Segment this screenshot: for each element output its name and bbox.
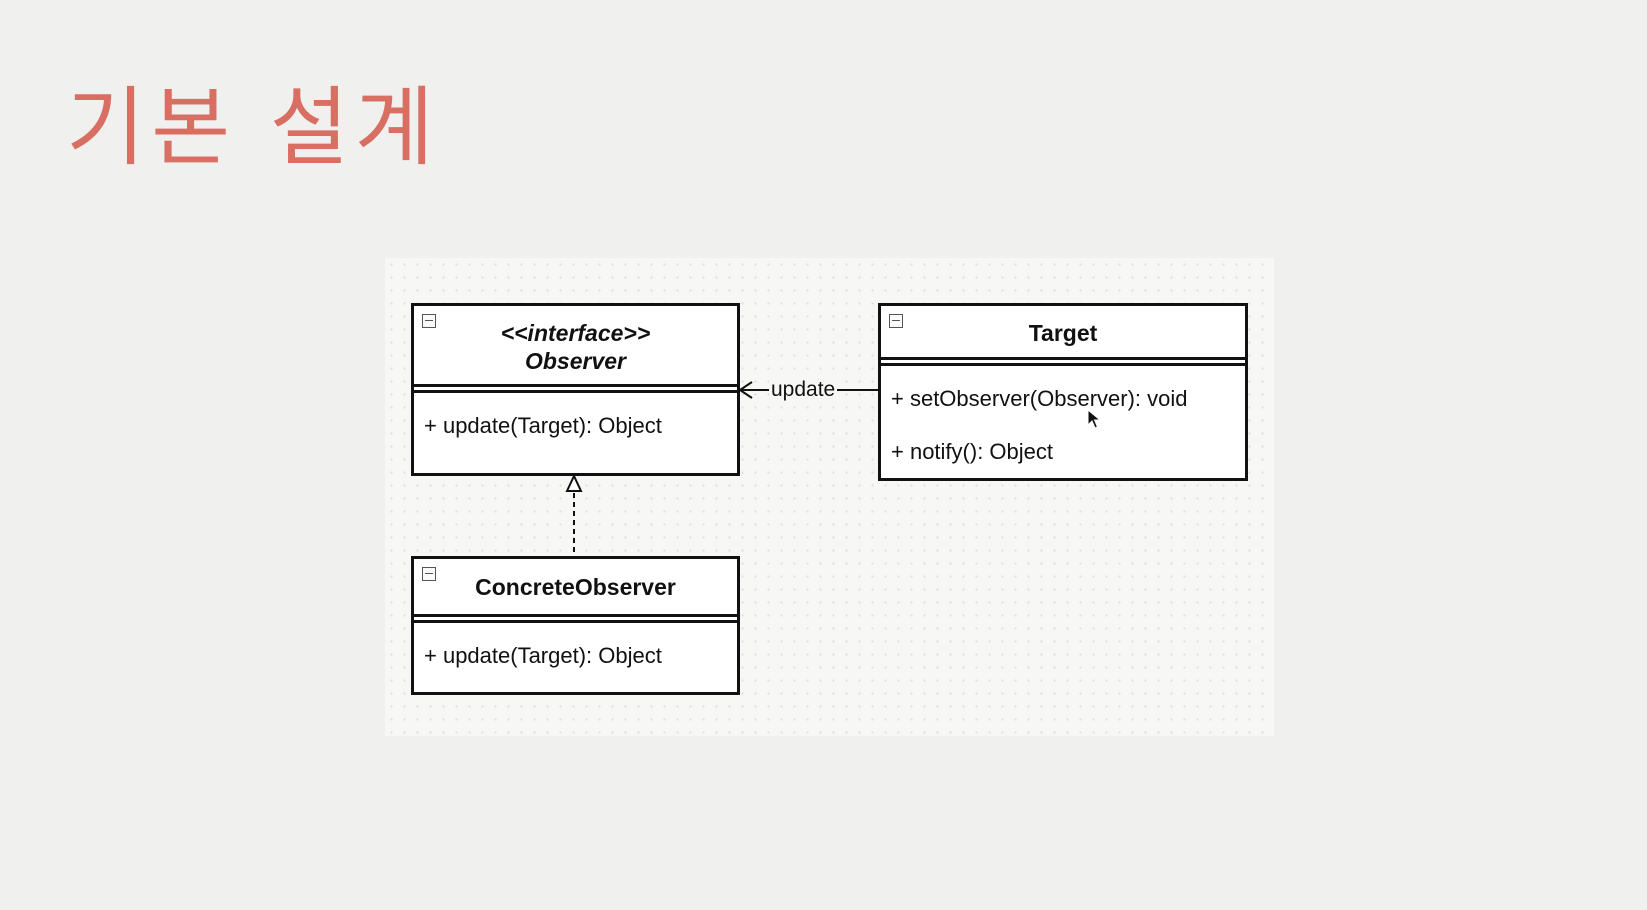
target-operation-notify: + notify(): Object	[891, 439, 1054, 464]
observer-attributes-section	[414, 387, 737, 393]
collapse-icon[interactable]	[422, 567, 436, 581]
target-attributes-section	[881, 360, 1245, 366]
concrete-observer-class-header: ConcreteObserver	[414, 559, 737, 617]
concrete-observer-class-name: ConcreteObserver	[475, 574, 676, 600]
association-label: update	[769, 378, 838, 402]
observer-class[interactable]: <<interface>> Observer + update(Target):…	[411, 303, 740, 476]
diagram-canvas: <<interface>> Observer + update(Target):…	[385, 258, 1274, 736]
target-operation-set-observer: + setObserver(Observer): void	[891, 386, 1188, 411]
association-arrowhead	[738, 381, 753, 399]
observer-stereotype: <<interface>>	[500, 320, 651, 346]
collapse-icon[interactable]	[889, 314, 903, 328]
target-class-name: Target	[1028, 320, 1098, 346]
observer-class-header: <<interface>> Observer	[414, 306, 737, 387]
target-operations: + setObserver(Observer): void + notify()…	[881, 366, 1245, 465]
observer-operation-update: + update(Target): Object	[424, 413, 662, 438]
target-class-header: Target	[881, 306, 1245, 360]
observer-class-name: Observer	[524, 348, 626, 374]
concrete-observer-operation-update: + update(Target): Object	[424, 643, 662, 668]
collapse-icon[interactable]	[422, 314, 436, 328]
concrete-observer-attributes-section	[414, 617, 737, 623]
concrete-observer-class[interactable]: ConcreteObserver + update(Target): Objec…	[411, 556, 740, 695]
mouse-cursor-icon	[1087, 409, 1102, 429]
realization-arrowhead	[565, 473, 583, 492]
observer-operations: + update(Target): Object	[414, 393, 737, 439]
concrete-observer-operations: + update(Target): Object	[414, 623, 737, 669]
slide-title: 기본 설계	[66, 78, 440, 178]
target-class[interactable]: Target + setObserver(Observer): void + n…	[878, 303, 1248, 481]
